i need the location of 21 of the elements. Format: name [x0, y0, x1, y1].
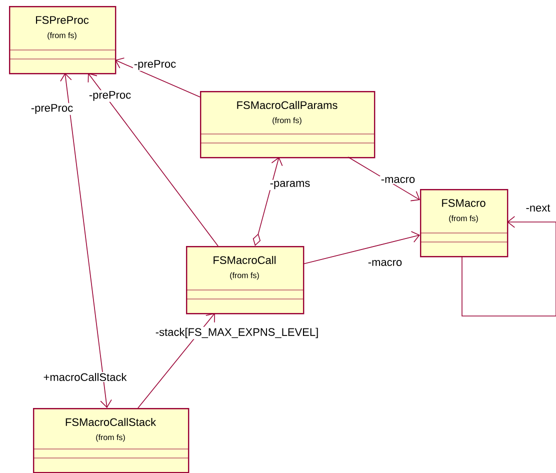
edge-label: -macro — [381, 177, 415, 183]
class-box: FSMacroCallStack (from fs) — [32, 408, 190, 473]
edge-label: -stack[FS_MAX_EXPNS_LEVEL] — [156, 328, 318, 338]
edge-label: -macro — [368, 260, 402, 266]
edge-label: -next — [526, 204, 550, 212]
edge-label: -preProc — [89, 91, 131, 101]
association-line — [138, 313, 215, 408]
association-line — [60, 73, 112, 408]
association-line — [88, 73, 218, 246]
association-line — [115, 58, 200, 98]
edge-label: -params — [270, 180, 310, 190]
class-box: FSMacro (from fs) — [420, 189, 508, 258]
class-box: FSMacroCallParams (from fs) — [200, 91, 376, 158]
role-label: +macroCallStack — [44, 372, 127, 382]
class-box: FSPreProc (from fs) — [8, 6, 116, 74]
association-line — [302, 231, 420, 264]
class-box: FSMacroCall (from fs) — [186, 246, 304, 314]
association-line — [462, 216, 556, 316]
edge-label: -preProc — [134, 60, 176, 70]
association-line — [252, 157, 283, 246]
edge-label: -preProc — [31, 104, 73, 114]
